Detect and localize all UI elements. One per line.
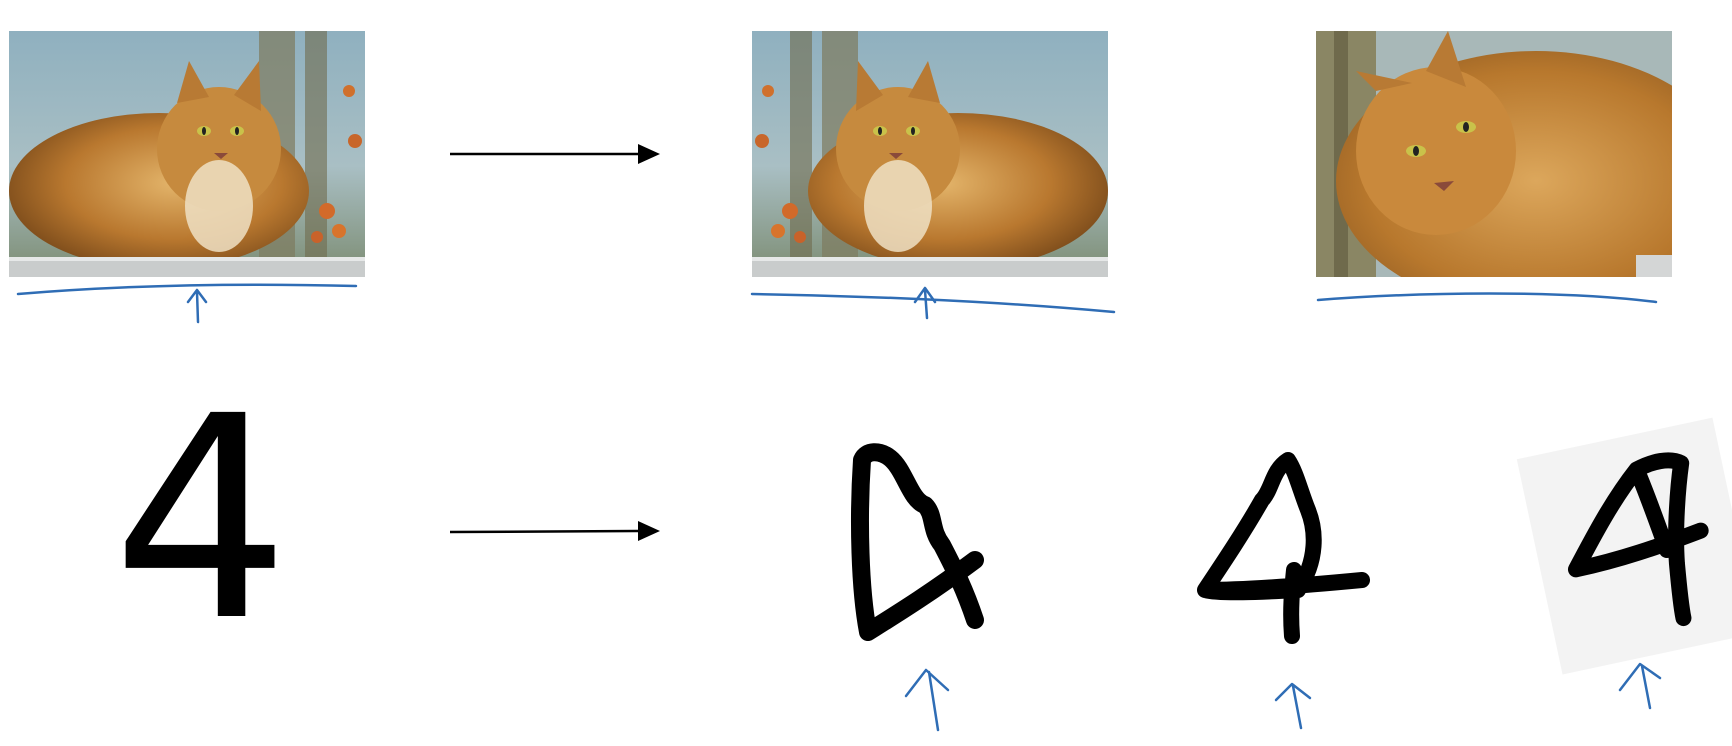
cat-image-mirrored [752,31,1108,277]
hand-drawn-up-arrow-icon [1274,682,1312,730]
right-arrow-icon [450,144,660,164]
cat-photo-cropped-art [1316,31,1672,277]
handwritten-four-1 [851,443,984,641]
handwritten-four-2 [1197,452,1370,644]
cat-photo-original-art [9,31,365,277]
handwritten-four-3 [1567,452,1709,627]
rotated-canvas-background [1516,417,1732,675]
hand-drawn-up-arrow-icon [1618,662,1662,710]
hand-drawn-up-arrow-icon [904,668,950,732]
underline-stroke [1316,292,1658,304]
cat-photo-mirrored-art [752,31,1108,277]
hand-drawn-up-arrow-icon [186,288,208,324]
cat-image-cropped [1316,31,1672,277]
right-arrow-icon [449,521,660,541]
cat-image-original [9,31,365,277]
printed-digit-four: 4 [112,357,291,683]
underline-stroke [16,283,358,296]
hand-drawn-up-arrow-icon [913,286,937,320]
underline-stroke [750,292,1116,314]
